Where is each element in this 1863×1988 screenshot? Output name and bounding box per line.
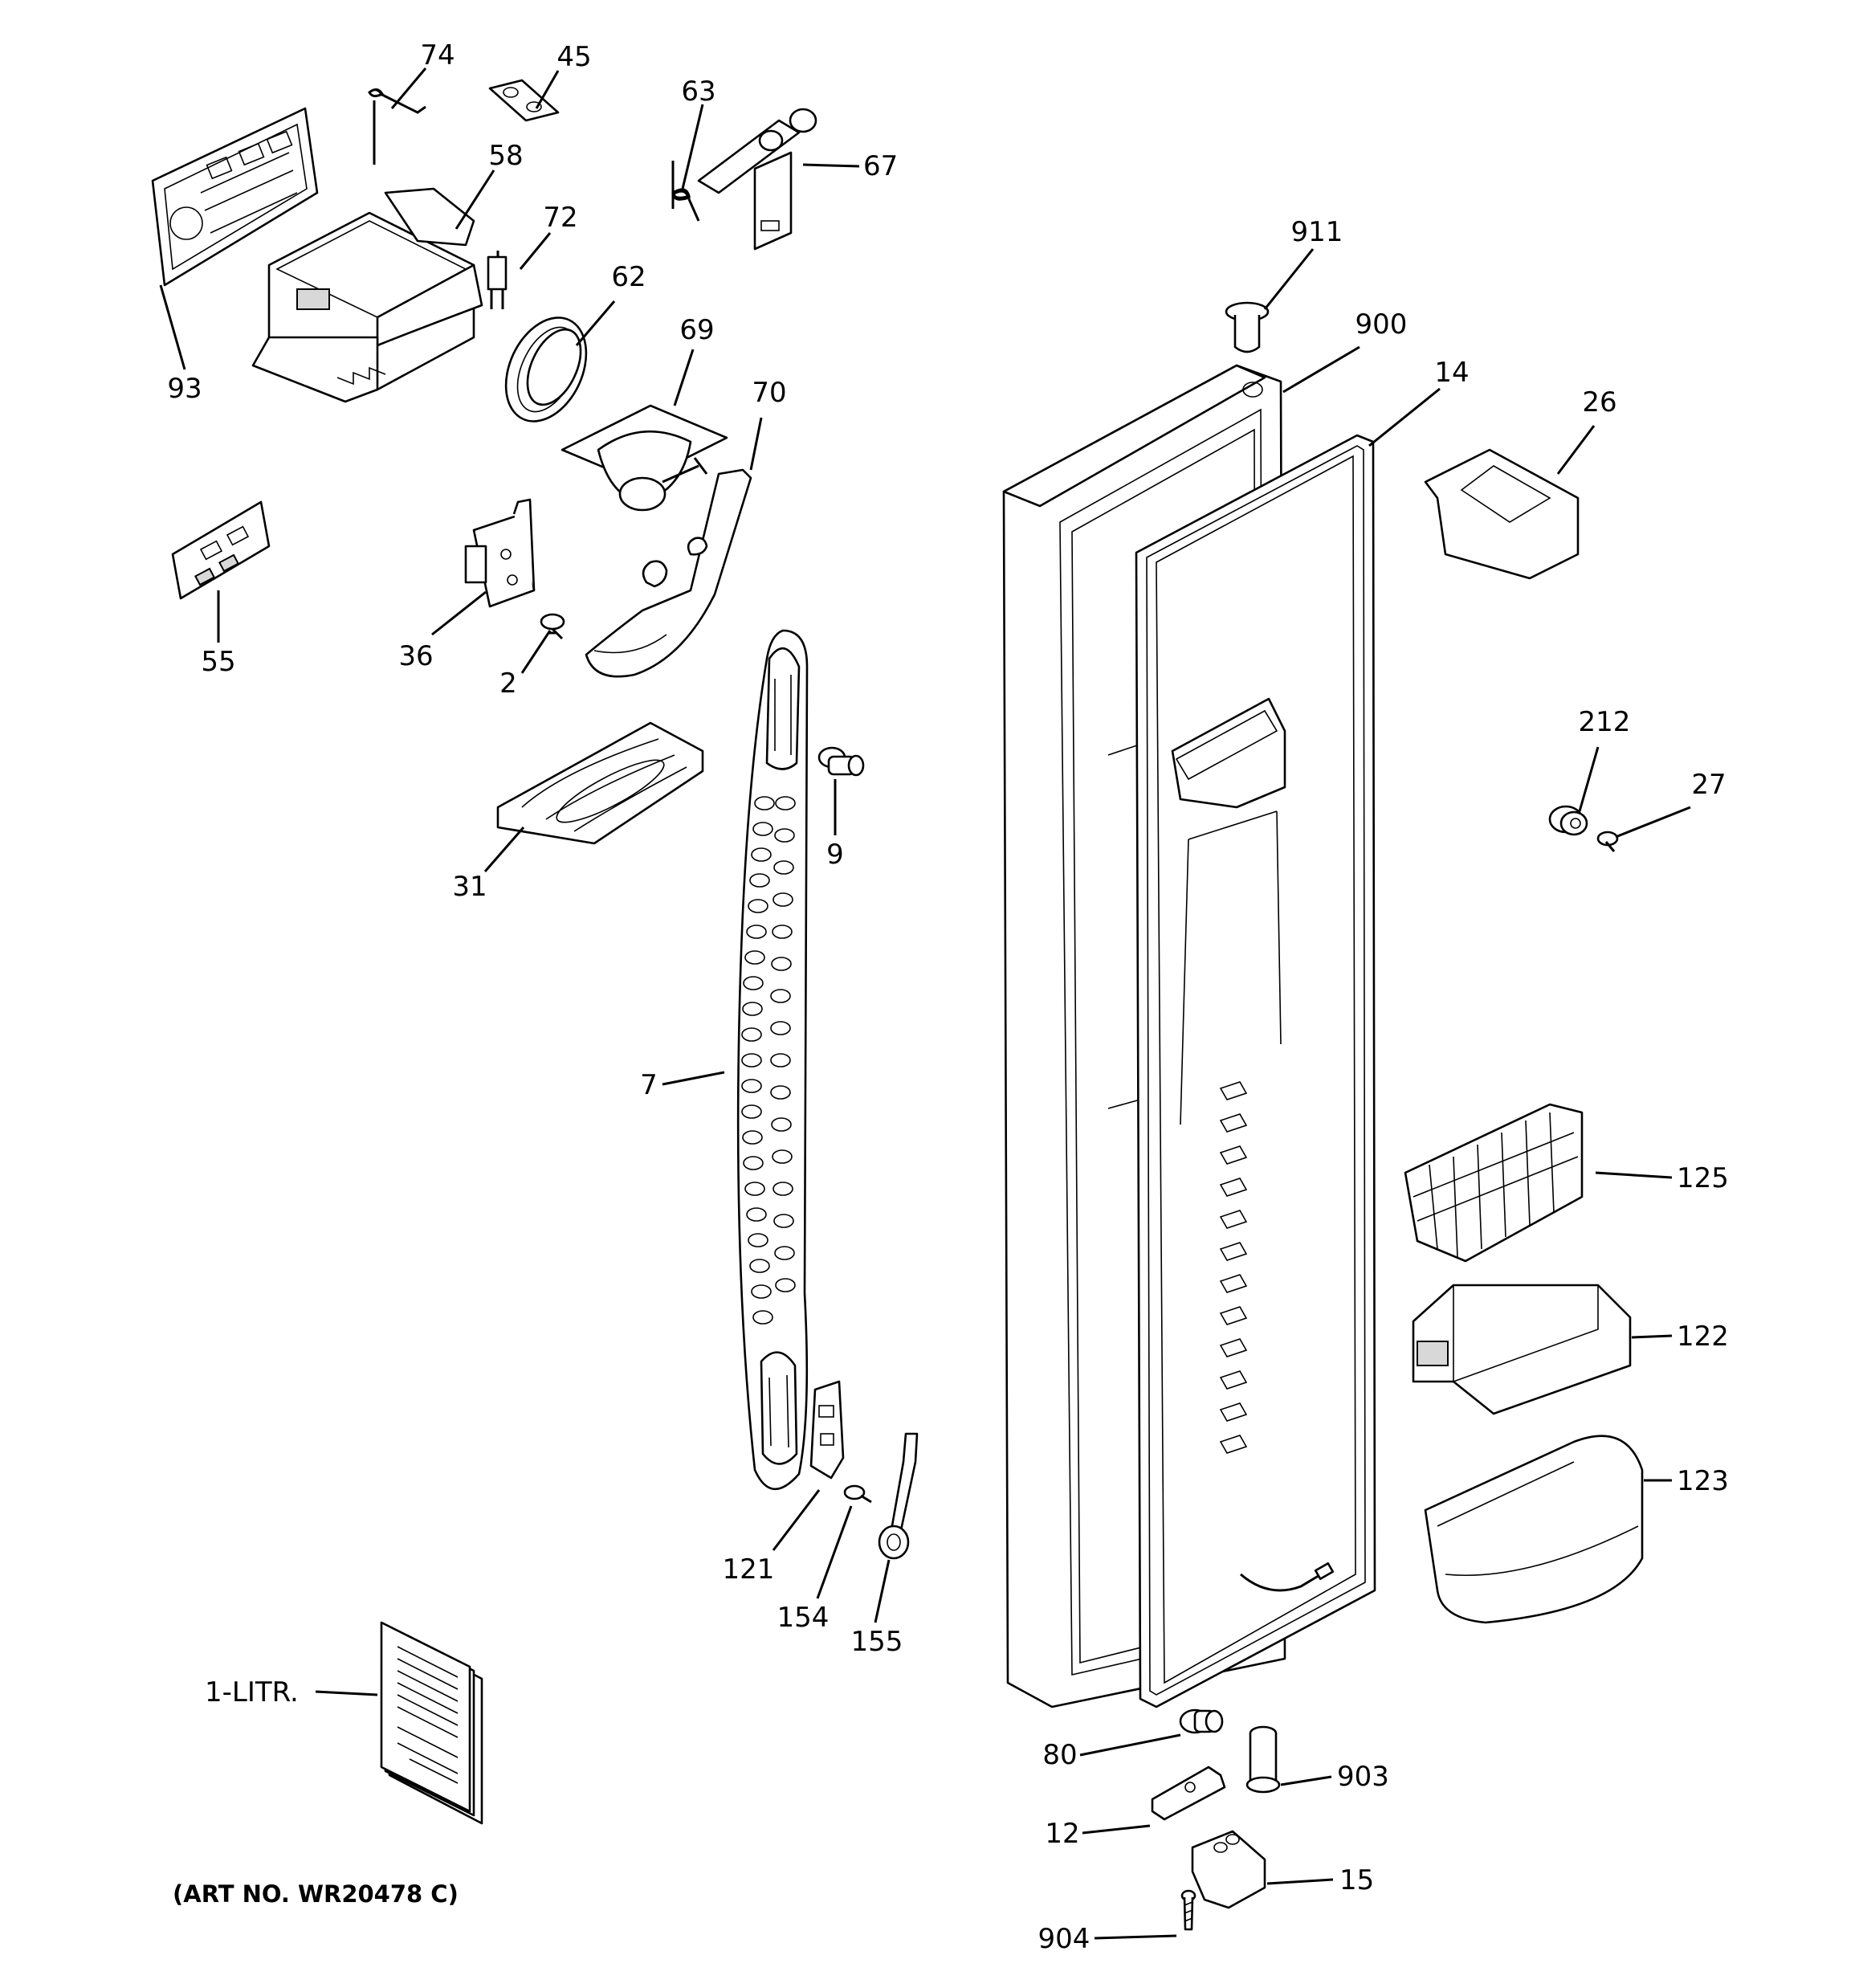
label-154: 154 bbox=[777, 1602, 830, 1634]
label-2: 2 bbox=[499, 667, 517, 700]
label-123: 123 bbox=[1677, 1465, 1729, 1497]
label-122: 122 bbox=[1677, 1321, 1729, 1353]
label-93: 93 bbox=[167, 373, 202, 405]
part-58-dispenser-housing bbox=[251, 187, 483, 403]
part-36-bracket bbox=[464, 498, 536, 608]
label-74: 74 bbox=[420, 39, 455, 71]
part-26-bin bbox=[1424, 448, 1580, 580]
label-15: 15 bbox=[1339, 1864, 1374, 1896]
part-123-door-bin bbox=[1424, 1435, 1644, 1624]
part-15-hinge bbox=[1191, 1830, 1266, 1909]
part-31-drip-tray bbox=[496, 721, 704, 845]
part-154-screw bbox=[843, 1484, 872, 1504]
part-55-button-board bbox=[171, 500, 271, 600]
label-155: 155 bbox=[851, 1626, 903, 1658]
part-67-lever-arm bbox=[697, 108, 817, 251]
label-7: 7 bbox=[640, 1069, 658, 1101]
part-72-switch bbox=[487, 251, 508, 309]
label-72: 72 bbox=[543, 202, 577, 234]
label-212: 212 bbox=[1579, 706, 1631, 738]
label-27: 27 bbox=[1691, 769, 1726, 801]
part-212-bushing bbox=[1548, 805, 1588, 836]
part-121-handle-mount bbox=[809, 1380, 845, 1480]
part-70-dispenser-arm bbox=[585, 468, 752, 678]
part-903-pin bbox=[1245, 1725, 1281, 1794]
part-14-gasket bbox=[1135, 434, 1376, 1708]
door-liner-dispenser-recess bbox=[1171, 697, 1286, 1125]
label-70: 70 bbox=[752, 377, 786, 409]
label-14: 14 bbox=[1434, 357, 1469, 389]
leader-lines bbox=[159, 67, 1691, 1940]
part-69-chute bbox=[561, 404, 728, 512]
door-shelf-clips bbox=[1219, 1081, 1248, 1454]
label-63: 63 bbox=[681, 76, 715, 108]
part-125-wire-basket bbox=[1404, 1103, 1584, 1263]
label-9: 9 bbox=[826, 839, 844, 871]
label-36: 36 bbox=[398, 640, 433, 672]
part-1-litr-booklet bbox=[380, 1621, 483, 1825]
label-58: 58 bbox=[488, 140, 523, 172]
part-63-spring bbox=[671, 161, 700, 222]
art-number: (ART NO. WR20478 C) bbox=[173, 1880, 459, 1908]
part-2-screw bbox=[540, 613, 565, 640]
label-45: 45 bbox=[556, 41, 591, 73]
label-67: 67 bbox=[863, 150, 898, 182]
part-27-screw bbox=[1596, 831, 1619, 852]
label-80: 80 bbox=[1042, 1739, 1077, 1771]
part-74-spring bbox=[368, 88, 426, 165]
label-55: 55 bbox=[201, 646, 235, 678]
part-9-plug bbox=[817, 746, 865, 777]
label-31: 31 bbox=[452, 871, 487, 903]
part-labels: 74 45 63 67 58 72 62 93 69 70 911 900 14… bbox=[167, 39, 1729, 1955]
part-904-screw bbox=[1180, 1889, 1196, 1931]
part-93-control-board bbox=[151, 107, 319, 287]
label-121: 121 bbox=[723, 1553, 775, 1586]
label-69: 69 bbox=[679, 314, 714, 346]
part-80-bushing bbox=[1179, 1708, 1224, 1734]
label-904: 904 bbox=[1038, 1923, 1090, 1955]
part-62-ring bbox=[504, 316, 588, 423]
part-7-handle bbox=[736, 629, 809, 1491]
label-911: 911 bbox=[1291, 216, 1343, 248]
door-wire-harness bbox=[1240, 1562, 1335, 1592]
part-45-bracket bbox=[488, 79, 560, 122]
label-125: 125 bbox=[1677, 1162, 1729, 1194]
part-911-bushing bbox=[1225, 301, 1270, 353]
label-26: 26 bbox=[1582, 386, 1616, 418]
part-7-handle-ribs bbox=[741, 796, 796, 1325]
label-903: 903 bbox=[1337, 1761, 1389, 1793]
part-155-key bbox=[878, 1432, 919, 1560]
label-900: 900 bbox=[1355, 308, 1408, 341]
part-12-hinge-plate bbox=[1151, 1766, 1226, 1821]
label-62: 62 bbox=[611, 261, 646, 293]
label-12: 12 bbox=[1045, 1818, 1079, 1850]
part-122-door-bin bbox=[1412, 1284, 1632, 1415]
label-1-litr: 1-LITR. bbox=[205, 1676, 299, 1708]
